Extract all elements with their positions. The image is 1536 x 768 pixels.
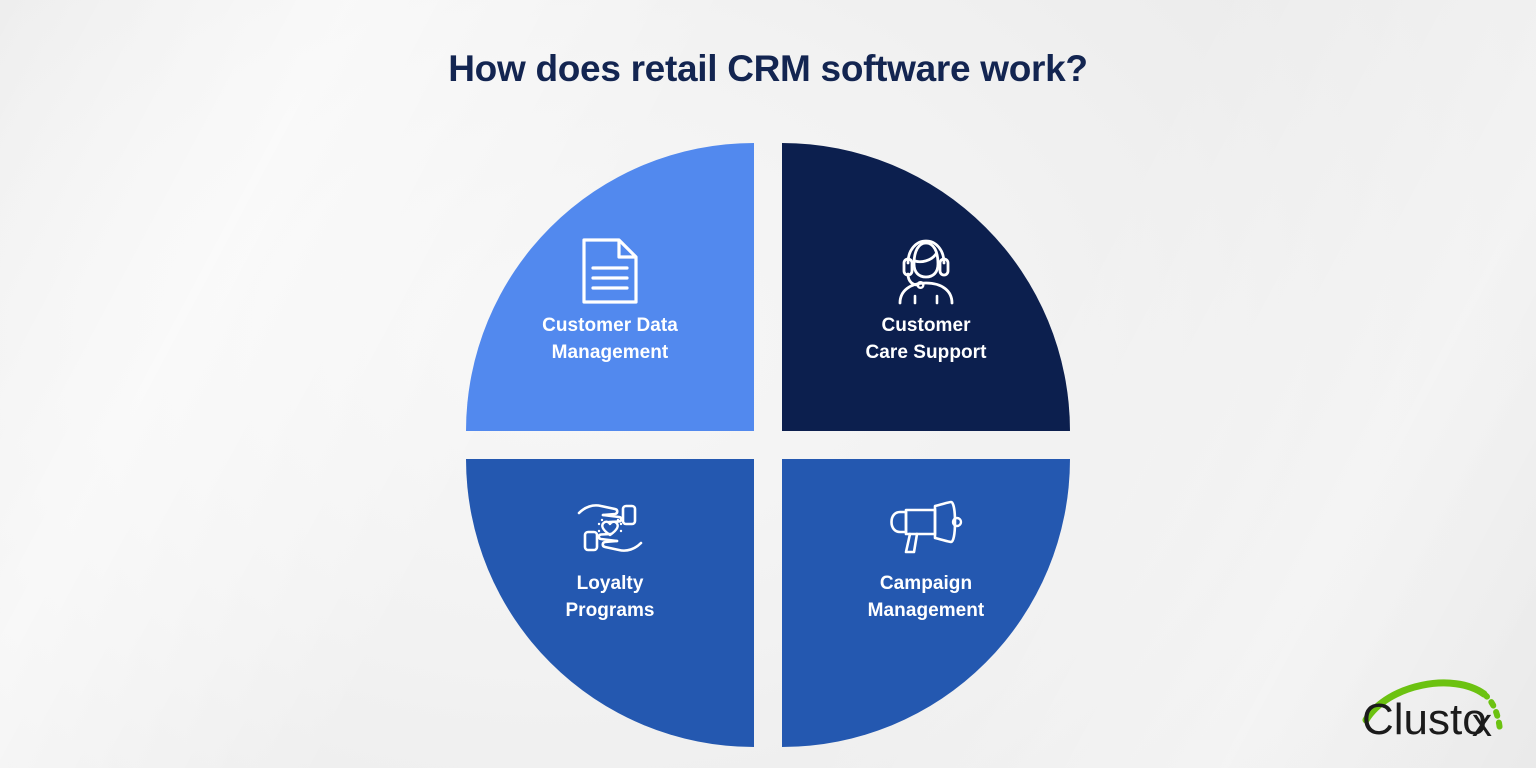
quadrant-customer-care-support[interactable]: Customer Care Support bbox=[782, 143, 1070, 431]
clustox-logo[interactable]: Clusto x bbox=[1358, 668, 1518, 745]
quadrant-loyalty-programs[interactable]: Loyalty Programs bbox=[466, 459, 754, 747]
quadrant-customer-data-management[interactable]: Customer Data Management bbox=[466, 143, 754, 431]
label-line-2: Management bbox=[551, 341, 669, 363]
page-title: How does retail CRM software work? bbox=[448, 48, 1088, 89]
document-icon-wrap bbox=[466, 237, 754, 305]
headset-agent-icon-wrap bbox=[782, 237, 1070, 305]
megaphone-icon-wrap bbox=[782, 498, 1070, 558]
label-line-2: Care Support bbox=[865, 341, 987, 363]
label-line-1: Campaign bbox=[879, 573, 973, 594]
label-line-1: Customer bbox=[881, 315, 971, 336]
quadrant-label-campaign-management: Campaign Management bbox=[782, 571, 1070, 625]
logo-arc bbox=[1362, 679, 1488, 724]
label-line-1: Customer Data bbox=[542, 315, 678, 336]
label-line-2: Programs bbox=[565, 599, 655, 621]
quadrant-circle-diagram: Customer Data Management bbox=[466, 143, 1070, 747]
hands-heart-icon bbox=[577, 504, 643, 552]
quadrant-campaign-management[interactable]: Campaign Management bbox=[782, 459, 1070, 747]
logo-arc-tail bbox=[1481, 691, 1503, 733]
clustox-logo-mark: Clusto x bbox=[1362, 679, 1503, 745]
label-line-2: Management bbox=[867, 599, 985, 621]
quadrant-label-loyalty-programs: Loyalty Programs bbox=[466, 571, 754, 625]
quadrant-label-customer-care-support: Customer Care Support bbox=[782, 313, 1070, 367]
hands-heart-icon-wrap bbox=[466, 498, 754, 558]
headset-agent-icon bbox=[898, 239, 954, 305]
megaphone-icon bbox=[890, 500, 963, 554]
document-icon bbox=[582, 238, 638, 304]
logo-wordmark: Clusto bbox=[1362, 695, 1487, 744]
label-line-1: Loyalty bbox=[576, 573, 644, 594]
quadrant-label-customer-data-management: Customer Data Management bbox=[466, 313, 754, 367]
logo-accent-letter: x bbox=[1472, 701, 1492, 744]
